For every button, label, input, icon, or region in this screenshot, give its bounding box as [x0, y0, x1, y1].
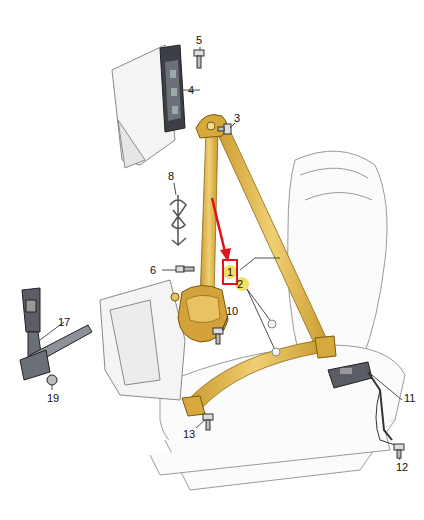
callout-number: 6	[150, 264, 156, 276]
callout-number: 1	[227, 266, 233, 278]
callout-number: 8	[168, 170, 174, 182]
callout-number: 19	[47, 392, 59, 404]
callout-number: 5	[196, 34, 202, 46]
callout-number: 12	[396, 461, 408, 473]
callout-number: 4	[188, 84, 194, 96]
callout-number: 10	[226, 305, 238, 317]
callout-number: 11	[404, 392, 415, 404]
callout-number: 3	[234, 112, 240, 124]
callout-number: 17	[58, 316, 70, 328]
highlight-box: 1	[222, 259, 238, 285]
callout-number: 13	[183, 428, 195, 440]
